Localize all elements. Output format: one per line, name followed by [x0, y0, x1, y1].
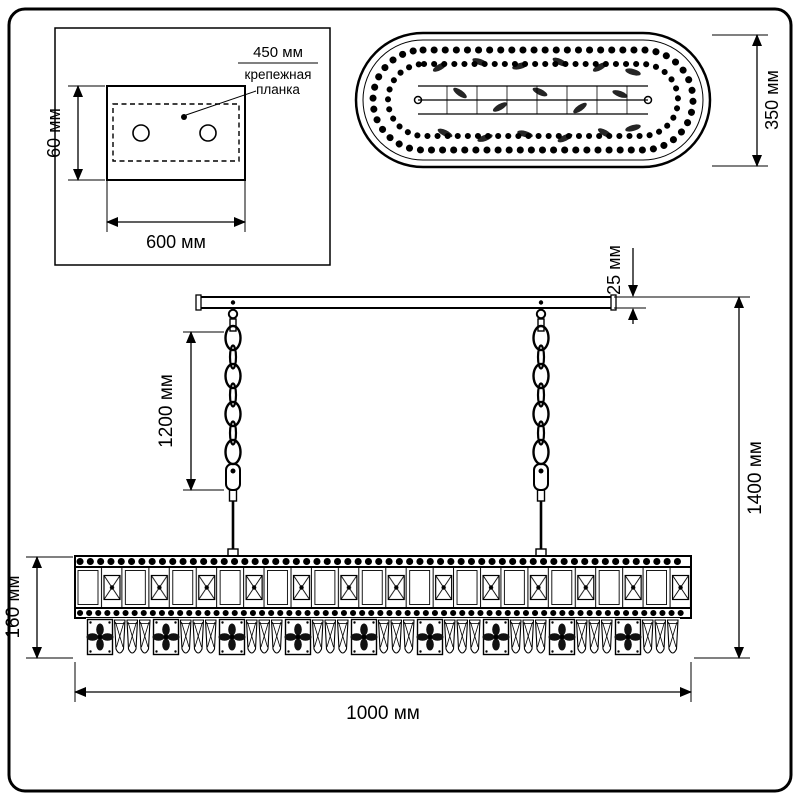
- bar-screw-left: [230, 300, 236, 305]
- leader-line: [185, 90, 257, 116]
- dim-label-1200: 1200 мм: [156, 374, 177, 448]
- dim-label-25: 25 мм: [604, 245, 624, 295]
- bead-ring-outer: [369, 46, 697, 154]
- dim-label-60: 60 мм: [44, 108, 64, 158]
- dim-label-1000: 1000 мм: [346, 703, 420, 724]
- dim-60mm: 60 мм: [44, 85, 105, 181]
- chandelier-body: [74, 555, 692, 660]
- mount-hole-right: [199, 124, 217, 142]
- dim-label-350: 350 мм: [762, 70, 782, 130]
- dim-label-1400: 1400 мм: [745, 441, 766, 515]
- dim-350mm: 350 мм: [712, 34, 782, 167]
- mounting-plate-inset: 450 мм крепежная планка 60 мм 600 мм: [44, 27, 331, 266]
- ceiling-bar-endcap-right: [610, 294, 617, 311]
- chain-right: [532, 308, 550, 557]
- top-view-inner-outline: [362, 39, 704, 161]
- bracket-caption-line2: планка: [256, 82, 300, 97]
- dim-label-600: 600 мм: [146, 232, 206, 252]
- top-view: 350 мм: [354, 31, 782, 169]
- dim-label-160: 160 мм: [3, 575, 24, 638]
- dim-1000mm: 1000 мм: [74, 662, 692, 724]
- leader-dot: [181, 114, 187, 120]
- dim-label-450: 450 мм: [253, 44, 303, 61]
- dim-600mm: 600 мм: [106, 180, 246, 252]
- top-view-frame-rails: [413, 85, 653, 115]
- top-view-crystal-leaves: [432, 57, 641, 143]
- bar-screw-right: [538, 300, 544, 305]
- body-main-band: [74, 566, 692, 609]
- dim-1200mm: 1200 мм: [156, 331, 224, 491]
- crystal-fringe-row: [86, 618, 680, 660]
- ceiling-bar-endcap-left: [195, 294, 202, 311]
- bead-ring-inner: [385, 61, 681, 139]
- ceiling-bar: [199, 296, 613, 309]
- chain-left: [224, 308, 242, 557]
- front-view: 25 мм: [3, 245, 766, 724]
- dim-160mm: 160 мм: [3, 556, 73, 659]
- mounting-plate-dashed-outline: [112, 103, 240, 162]
- mounting-plate-outline: [106, 85, 246, 181]
- mount-hole-left: [132, 124, 150, 142]
- dim-1400mm: 1400 мм: [616, 296, 766, 659]
- bracket-caption-line1: крепежная: [245, 67, 312, 82]
